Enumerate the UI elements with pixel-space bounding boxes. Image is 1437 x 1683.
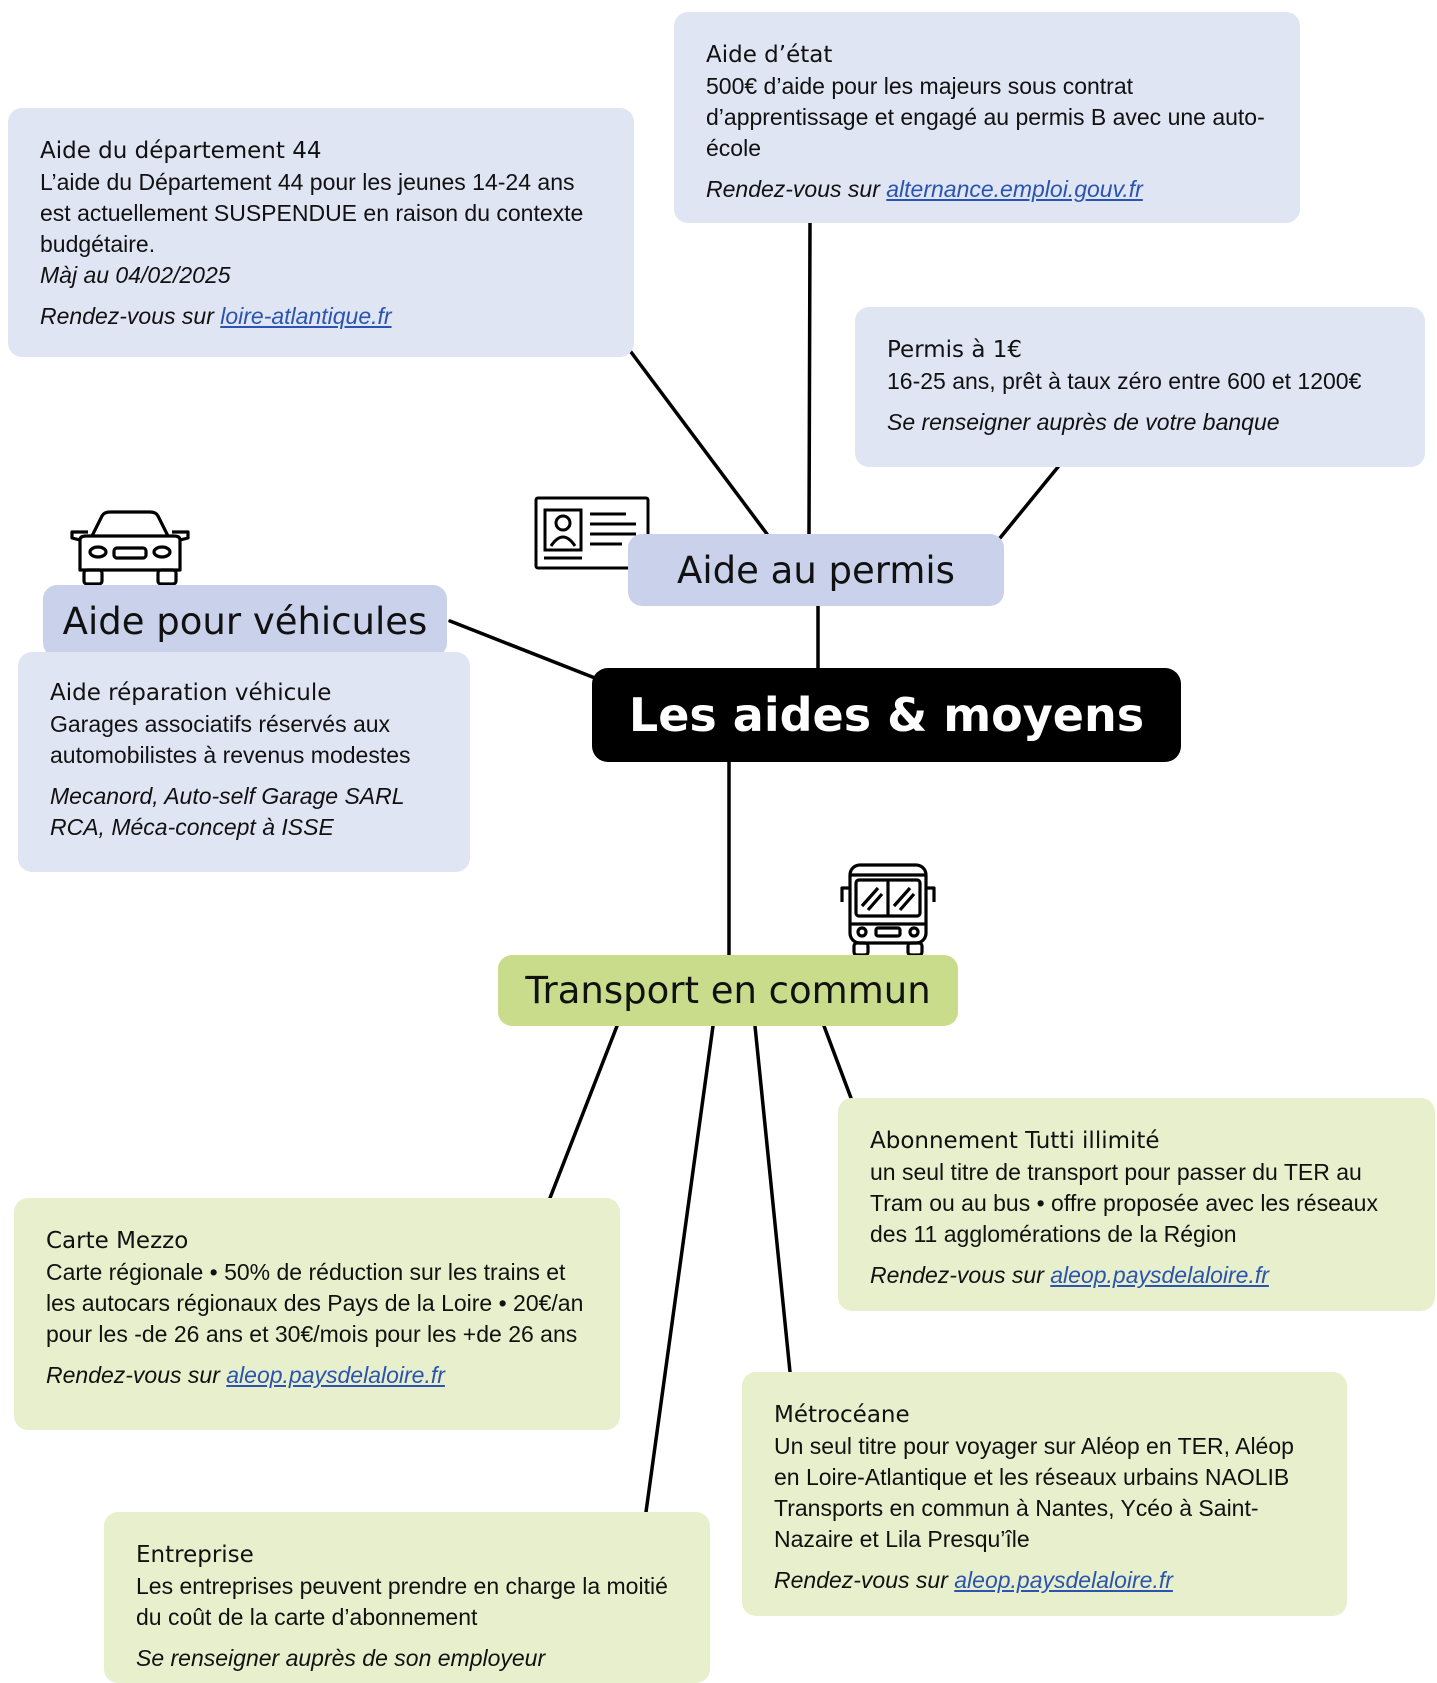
card-body: Les entreprises peuvent prendre en charg… — [136, 1573, 668, 1630]
card-aide-reparation: Aide réparation véhicule Garages associa… — [18, 652, 470, 872]
card-note: Rendez-vous sur aleop.paysdelaloire.fr — [870, 1262, 1269, 1288]
category-aide-vehicules[interactable]: Aide pour véhicules — [43, 585, 447, 657]
card-carte-mezzo: Carte Mezzo Carte régionale • 50% de réd… — [14, 1198, 620, 1430]
card-aide-departement: Aide du département 44 L’aide du Départe… — [8, 108, 634, 357]
line-transport-mezzo — [548, 1024, 619, 1200]
link-aleop[interactable]: aleop.paysdelaloire.fr — [954, 1567, 1173, 1593]
category-label: Transport en commun — [525, 969, 931, 1012]
car-icon — [70, 510, 190, 586]
category-transport-commun[interactable]: Transport en commun — [498, 955, 958, 1026]
card-note: Rendez-vous sur aleop.paysdelaloire.fr — [46, 1362, 445, 1388]
card-title: Carte Mezzo — [46, 1228, 189, 1254]
card-body: Garages associatifs réservés aux automob… — [50, 711, 411, 768]
card-note: Mecanord, Auto-self Garage SARL RCA, Méc… — [50, 783, 405, 840]
card-title: Aide du département 44 — [40, 138, 322, 164]
link-aleop[interactable]: aleop.paysdelaloire.fr — [1050, 1262, 1269, 1288]
line-transport-entreprise — [644, 1024, 715, 1514]
card-update-date: Màj au 04/02/2025 — [40, 262, 231, 288]
card-body: 500€ d’aide pour les majeurs sous contra… — [706, 73, 1265, 161]
card-permis-1-euro: Permis à 1€ 16-25 ans, prêt à taux zéro … — [855, 307, 1425, 467]
card-body: 16-25 ans, prêt à taux zéro entre 600 et… — [887, 368, 1362, 394]
card-title: Entreprise — [136, 1542, 254, 1568]
card-note: Rendez-vous sur aleop.paysdelaloire.fr — [774, 1567, 1173, 1593]
card-entreprise: Entreprise Les entreprises peuvent prend… — [104, 1512, 710, 1683]
card-metroceane: Métrocéane Un seul titre pour voyager su… — [742, 1372, 1347, 1616]
card-title: Aide d’état — [706, 42, 833, 68]
link-alternance[interactable]: alternance.emploi.gouv.fr — [886, 176, 1143, 202]
card-body: Carte régionale • 50% de réduction sur l… — [46, 1259, 584, 1347]
central-topic-label: Les aides & moyens — [628, 688, 1145, 742]
card-note: Rendez-vous sur loire-atlantique.fr — [40, 303, 392, 329]
card-title: Permis à 1€ — [887, 337, 1023, 363]
line-transport-tutti — [822, 1024, 853, 1100]
card-note: Se renseigner auprès de son employeur — [136, 1645, 546, 1671]
category-aide-permis[interactable]: Aide au permis — [628, 534, 1004, 606]
line-center-vehicules — [448, 619, 602, 682]
card-title: Abonnement Tutti illimité — [870, 1128, 1160, 1154]
link-aleop[interactable]: aleop.paysdelaloire.fr — [226, 1362, 445, 1388]
line-transport-metroceane — [753, 1024, 792, 1374]
card-body: un seul titre de transport pour passer d… — [870, 1159, 1378, 1247]
card-body: L’aide du Département 44 pour les jeunes… — [40, 169, 584, 257]
card-body: Un seul titre pour voyager sur Aléop en … — [774, 1433, 1294, 1552]
card-title: Aide réparation véhicule — [50, 680, 332, 706]
id-card-icon — [534, 496, 650, 570]
category-label: Aide au permis — [677, 548, 955, 592]
line-permis-departement — [626, 346, 769, 536]
link-loire-atlantique[interactable]: loire-atlantique.fr — [220, 303, 392, 329]
line-permis-1euro — [998, 465, 1060, 540]
card-title: Métrocéane — [774, 1402, 910, 1428]
category-label: Aide pour véhicules — [62, 599, 428, 643]
card-aide-etat: Aide d’état 500€ d’aide pour les majeurs… — [674, 12, 1300, 223]
card-note: Rendez-vous sur alternance.emploi.gouv.f… — [706, 176, 1143, 202]
line-permis-etat — [807, 220, 812, 536]
card-note: Se renseigner auprès de votre banque — [887, 409, 1280, 435]
bus-icon — [840, 863, 936, 957]
card-abonnement-tutti: Abonnement Tutti illimité un seul titre … — [838, 1098, 1435, 1311]
central-topic: Les aides & moyens — [592, 668, 1181, 762]
